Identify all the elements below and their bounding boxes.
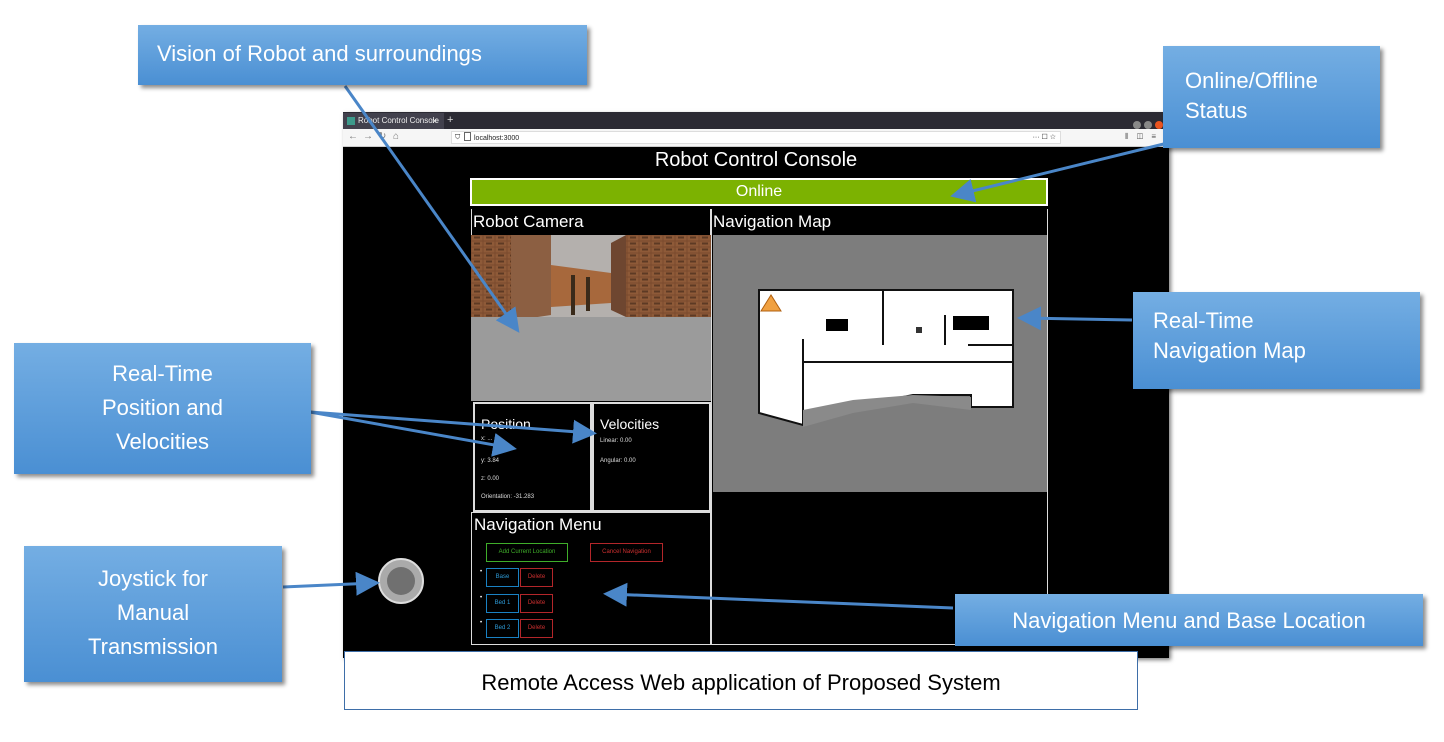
delete-base-button[interactable]: Delete [520,568,553,587]
callout-joystick-line3: Transmission [88,634,218,659]
bullet: • [480,595,483,601]
camera-title: Robot Camera [473,212,584,231]
maximize-icon[interactable] [1144,121,1152,129]
cancel-navigation-button[interactable]: Cancel Navigation [590,543,663,562]
nav-toolbar: ← → ↻ ⌂ ⛉ localhost:3000 ··· ☐ ☆ ⫴ ◫ ≡ [343,129,1169,147]
bullet: • [480,620,483,626]
velocity-angular: Angular: 0.00 [600,458,636,464]
new-tab-button[interactable]: + [447,114,454,126]
browser-window: Robot Control Console × + ← → ↻ ⌂ ⛉ loca… [343,112,1169,658]
page-icon [464,132,471,141]
navigation-menu: Navigation Menu Add Current Location Can… [471,512,711,645]
delete-bed2-button[interactable]: Delete [520,619,553,638]
robot-camera-feed [471,235,711,401]
map-title: Navigation Map [713,212,832,231]
velocity-linear: Linear: 0.00 [600,438,632,444]
home-icon[interactable]: ⌂ [393,131,400,142]
joystick-knob[interactable] [387,567,415,595]
callout-status-line2: Status [1185,98,1248,123]
bullet: • [480,569,483,575]
location-bed2-button[interactable]: Bed 2 [486,619,519,638]
shield-icon: ⛉ [455,134,461,141]
callout-nav-menu: Navigation Menu and Base Location [955,594,1423,646]
callout-map-line2: Navigation Map [1153,338,1306,363]
callout-vision: Vision of Robot and surroundings [138,25,587,85]
tab-close-icon[interactable]: × [432,116,438,126]
forward-icon[interactable]: → [363,131,373,142]
url-text: localhost:3000 [474,135,520,142]
url-actions[interactable]: ··· ☐ ☆ [1032,134,1056,141]
velocities-title: Velocities [600,416,660,432]
delete-bed1-button[interactable]: Delete [520,594,553,613]
callout-joystick: Joystick for Manual Transmission [24,546,282,682]
add-location-button[interactable]: Add Current Location [486,543,568,562]
back-icon[interactable]: ← [348,131,358,142]
toolbar-icons[interactable]: ⫴ ◫ ≡ [1125,132,1159,141]
callout-vision-text: Vision of Robot and surroundings [157,41,482,66]
location-bed1-button[interactable]: Bed 1 [486,594,519,613]
callout-position-line2: Position and [101,395,224,420]
location-base-button[interactable]: Base [486,568,519,587]
callout-status: Online/Offline Status [1163,46,1380,148]
close-window-icon[interactable] [1155,121,1163,129]
callout-map: Real-Time Navigation Map [1133,292,1420,389]
callout-position-line3: Velocities [116,429,209,454]
callout-status-line1: Online/Offline [1185,68,1318,93]
position-x: x: ... [481,436,493,442]
favicon-icon [347,117,355,125]
velocities-panel: Velocities Linear: 0.00 Angular: 0.00 [592,402,711,512]
position-y: y: 3.84 [481,458,500,464]
window-controls [1130,116,1163,134]
app-title: Robot Control Console [654,149,858,171]
callout-nav-menu-text: Navigation Menu and Base Location [1012,608,1366,633]
nav-menu-title: Navigation Menu [474,515,602,534]
minimize-icon[interactable] [1133,121,1141,129]
figure-caption: Remote Access Web application of Propose… [344,651,1138,710]
map-panel [711,209,1048,645]
callout-joystick-line1: Joystick for [97,566,209,591]
callout-position: Real-Time Position and Velocities [14,343,311,474]
position-z: z: 0.00 [481,476,500,482]
callout-position-line1: Real-Time [112,361,213,386]
tab-title: Robot Control Console [358,116,439,125]
callout-joystick-line2: Manual [116,600,190,625]
position-orientation: Orientation: -31.283 [481,494,535,500]
address-bar[interactable]: ⛉ localhost:3000 ··· ☐ ☆ [451,131,1061,144]
callout-map-line1: Real-Time [1153,308,1254,333]
navigation-map [713,235,1047,492]
